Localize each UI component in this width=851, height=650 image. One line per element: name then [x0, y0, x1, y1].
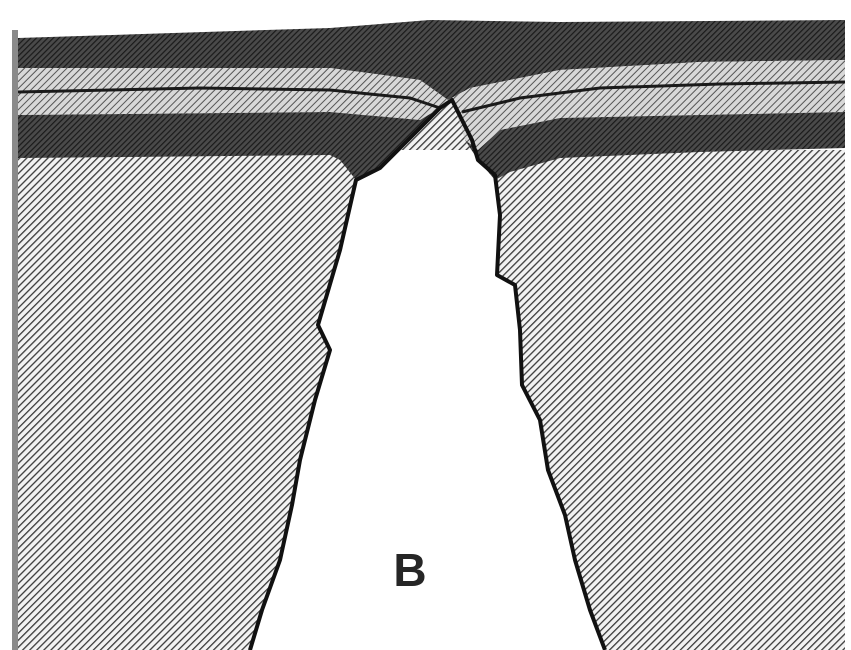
- left-edge: [12, 30, 18, 650]
- panel-label: B: [393, 544, 426, 596]
